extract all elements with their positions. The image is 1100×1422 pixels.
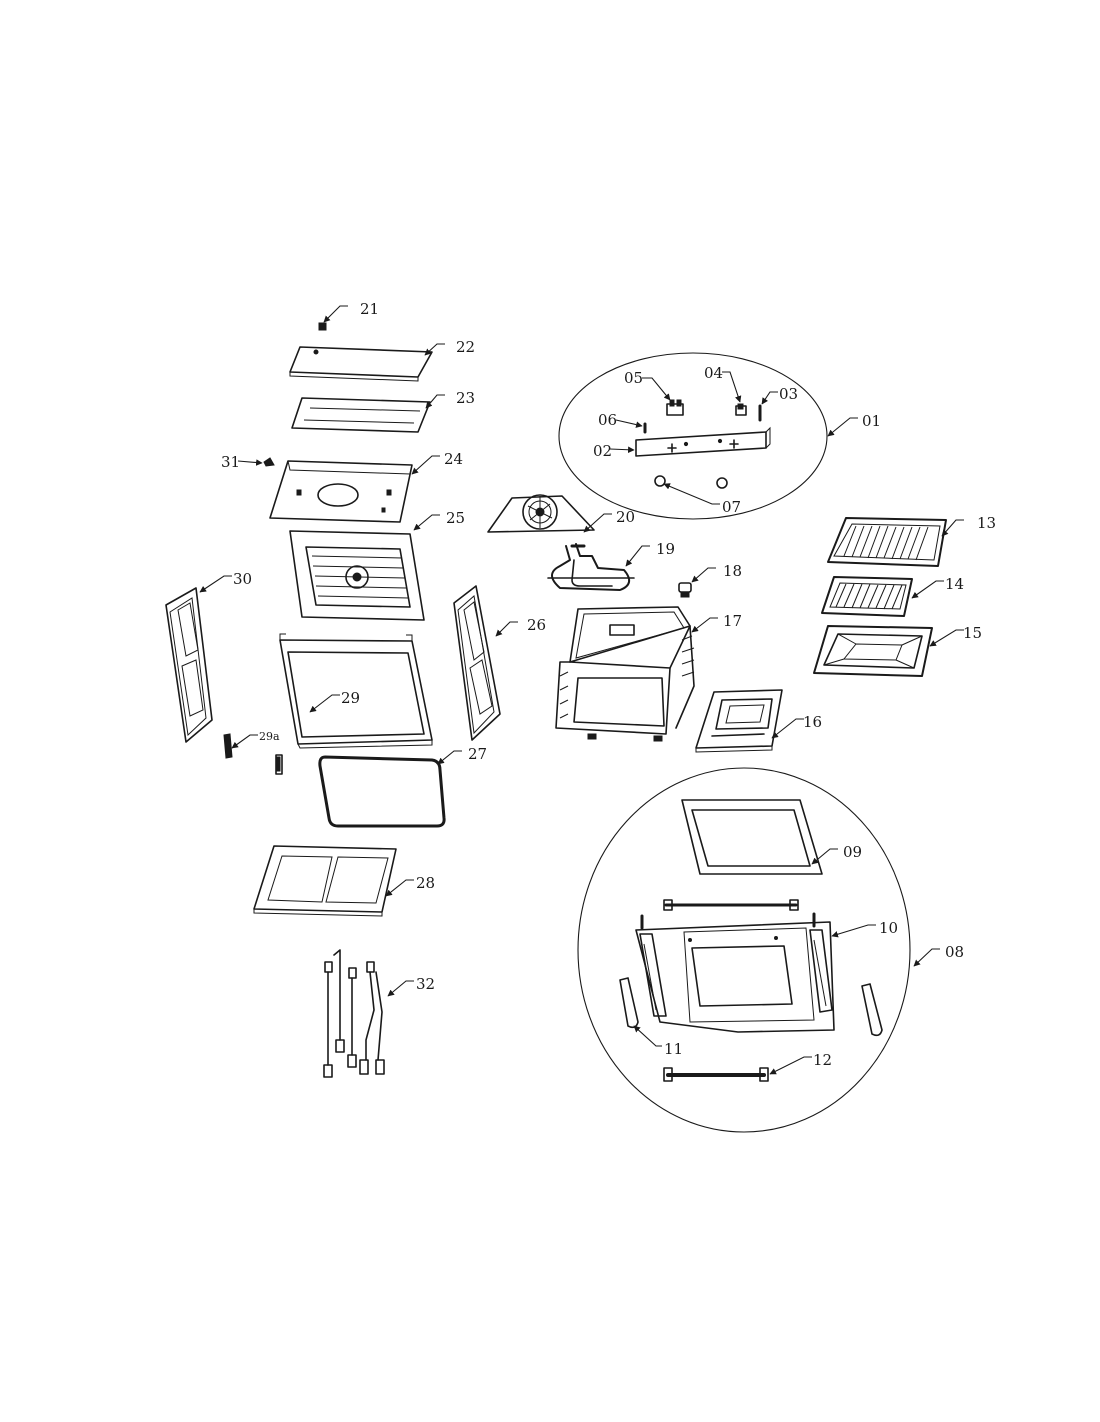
callout-20: 20 bbox=[616, 508, 635, 526]
part-30-left-side-panel: 30 bbox=[165, 570, 252, 743]
callout-24: 24 bbox=[444, 450, 463, 468]
callout-05: 05 bbox=[624, 369, 643, 387]
callout-08: 08 bbox=[945, 943, 964, 961]
callout-06: 06 bbox=[598, 411, 617, 429]
callout-14: 14 bbox=[945, 575, 964, 593]
part-17-oven-cavity: 17 bbox=[555, 606, 742, 742]
callout-29a: 29a bbox=[259, 730, 280, 743]
part-19-heating-element: 19 bbox=[547, 540, 675, 591]
assembly-08-door: 08 09 10 11 12 bbox=[577, 767, 964, 1133]
callout-09: 09 bbox=[843, 843, 862, 861]
callout-01: 01 bbox=[862, 412, 881, 430]
part-24-top-panel: 24 bbox=[269, 450, 463, 523]
part-23-insulation-plate: 23 bbox=[291, 389, 475, 433]
callout-27: 27 bbox=[468, 745, 487, 763]
callout-22: 22 bbox=[456, 338, 475, 356]
part-29a-bracket: 29a bbox=[223, 730, 283, 775]
callout-02: 02 bbox=[593, 442, 612, 460]
part-32-wiring-harness: 32 bbox=[323, 949, 435, 1078]
callout-31: 31 bbox=[221, 453, 240, 471]
part-27-door-gasket: 27 bbox=[318, 745, 487, 828]
part-26-right-side-panel: 26 bbox=[453, 585, 546, 741]
callout-32: 32 bbox=[416, 975, 435, 993]
part-21-screw: 21 bbox=[318, 300, 379, 331]
part-13-wire-rack: 13 bbox=[827, 514, 996, 567]
callout-13: 13 bbox=[977, 514, 996, 532]
callout-17: 17 bbox=[723, 612, 742, 630]
part-16-bottom-element-plate: 16 bbox=[695, 689, 822, 753]
callout-29: 29 bbox=[341, 689, 360, 707]
part-31-clip: 31 bbox=[221, 453, 275, 471]
part-18-oven-lamp: 18 bbox=[678, 562, 742, 598]
part-14-grill-grid: 14 bbox=[821, 575, 964, 617]
callout-12: 12 bbox=[813, 1051, 832, 1069]
callout-10: 10 bbox=[879, 919, 898, 937]
callout-03: 03 bbox=[779, 385, 798, 403]
callout-19: 19 bbox=[656, 540, 675, 558]
callout-04: 04 bbox=[704, 364, 723, 382]
assembly-01-control-bracket: 01 02 03 04 05 06 07 bbox=[558, 352, 881, 520]
callout-28: 28 bbox=[416, 874, 435, 892]
callout-15: 15 bbox=[963, 624, 982, 642]
callout-21: 21 bbox=[360, 300, 379, 318]
part-29-cavity-frame: 29 bbox=[279, 633, 433, 749]
callout-11: 11 bbox=[664, 1040, 683, 1058]
part-22-top-cover: 22 bbox=[289, 338, 475, 382]
part-20-fan-assembly: 20 bbox=[487, 494, 635, 533]
callout-26: 26 bbox=[527, 616, 546, 634]
callout-07: 07 bbox=[722, 498, 741, 516]
callout-25: 25 bbox=[446, 509, 465, 527]
callout-18: 18 bbox=[723, 562, 742, 580]
part-28-bottom-plate: 28 bbox=[253, 845, 435, 917]
callout-16: 16 bbox=[803, 713, 822, 731]
part-25-rear-panel: 25 bbox=[289, 509, 465, 621]
callout-23: 23 bbox=[456, 389, 475, 407]
part-15-baking-tray: 15 bbox=[813, 624, 982, 677]
callout-30: 30 bbox=[233, 570, 252, 588]
